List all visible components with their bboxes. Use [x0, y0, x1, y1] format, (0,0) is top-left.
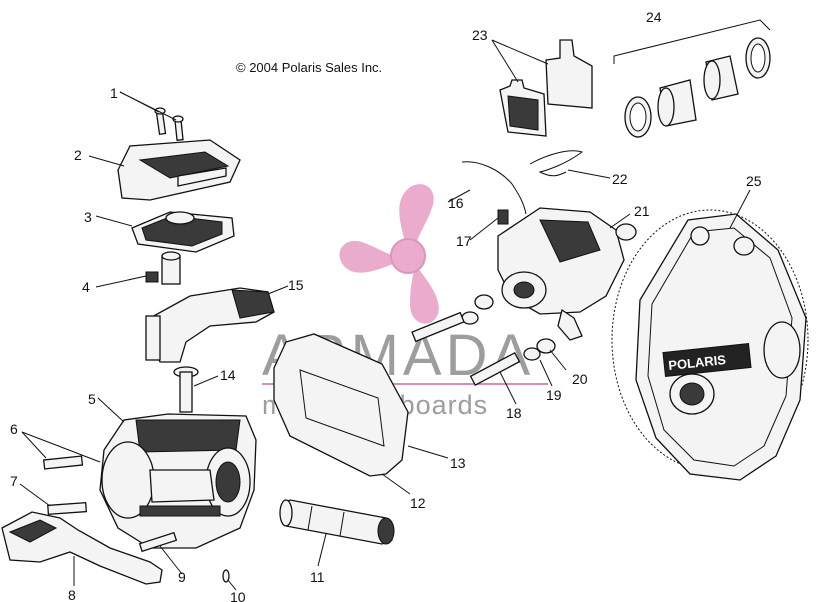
leader-lines	[19, 19, 771, 591]
part-screws	[154, 107, 184, 141]
callout-9: 9	[178, 569, 186, 585]
callout-11: 11	[310, 569, 325, 585]
part-cover-plate	[273, 333, 409, 477]
part-piston	[161, 251, 181, 285]
callout-2: 2	[74, 147, 82, 163]
callout-13: 13	[450, 455, 466, 471]
callout-3: 3	[84, 209, 92, 225]
callout-16: 16	[448, 195, 464, 211]
part-bolt-6	[42, 455, 84, 470]
part-reservoir-cover	[117, 139, 241, 201]
part-caliper-bolts	[411, 311, 521, 387]
callout-10: 10	[230, 589, 246, 602]
part-caliper	[497, 207, 637, 341]
part-brake-line	[461, 161, 527, 215]
callouts: 1 2 3 4 5 6 7 8 9 10 11 12 13 14 15 16 1…	[10, 9, 762, 602]
cover-logo-text: POLARIS	[668, 352, 727, 373]
callout-4: 4	[82, 279, 90, 295]
part-spring-clip	[529, 150, 584, 177]
part-brake-pads	[499, 39, 593, 137]
callout-20: 20	[572, 371, 588, 387]
callout-15: 15	[288, 277, 304, 293]
part-bolt-9	[138, 531, 178, 553]
part-master-cylinder	[99, 413, 257, 549]
copyright-text: © 2004 Polaris Sales Inc.	[236, 60, 382, 75]
callout-22: 22	[612, 171, 628, 187]
callout-1: 1	[110, 85, 118, 101]
callout-12: 12	[410, 495, 426, 511]
part-pin	[145, 271, 159, 283]
part-pistons	[624, 37, 771, 138]
part-diaphragm	[131, 211, 235, 253]
callout-6: 6	[10, 421, 18, 437]
callout-21: 21	[634, 203, 650, 219]
callout-25: 25	[746, 173, 762, 189]
part-disc-cover: POLARIS	[611, 209, 809, 481]
callout-17: 17	[456, 233, 472, 249]
part-lever-bracket	[145, 287, 275, 363]
part-washers	[461, 294, 556, 361]
part-clip	[222, 569, 230, 583]
callout-5: 5	[88, 391, 96, 407]
callout-24: 24	[646, 9, 662, 25]
part-boot	[279, 499, 395, 545]
callout-8: 8	[68, 587, 76, 602]
part-bleeder	[497, 209, 509, 225]
callout-14: 14	[220, 367, 236, 383]
callout-23: 23	[472, 27, 488, 43]
part-bolt-7	[47, 501, 87, 516]
callout-19: 19	[546, 387, 562, 403]
callout-18: 18	[506, 405, 522, 421]
propeller-logo-icon	[339, 184, 439, 324]
part-brake-lever	[1, 511, 163, 585]
part-pivot-bolt	[173, 366, 199, 413]
callout-7: 7	[10, 473, 18, 489]
